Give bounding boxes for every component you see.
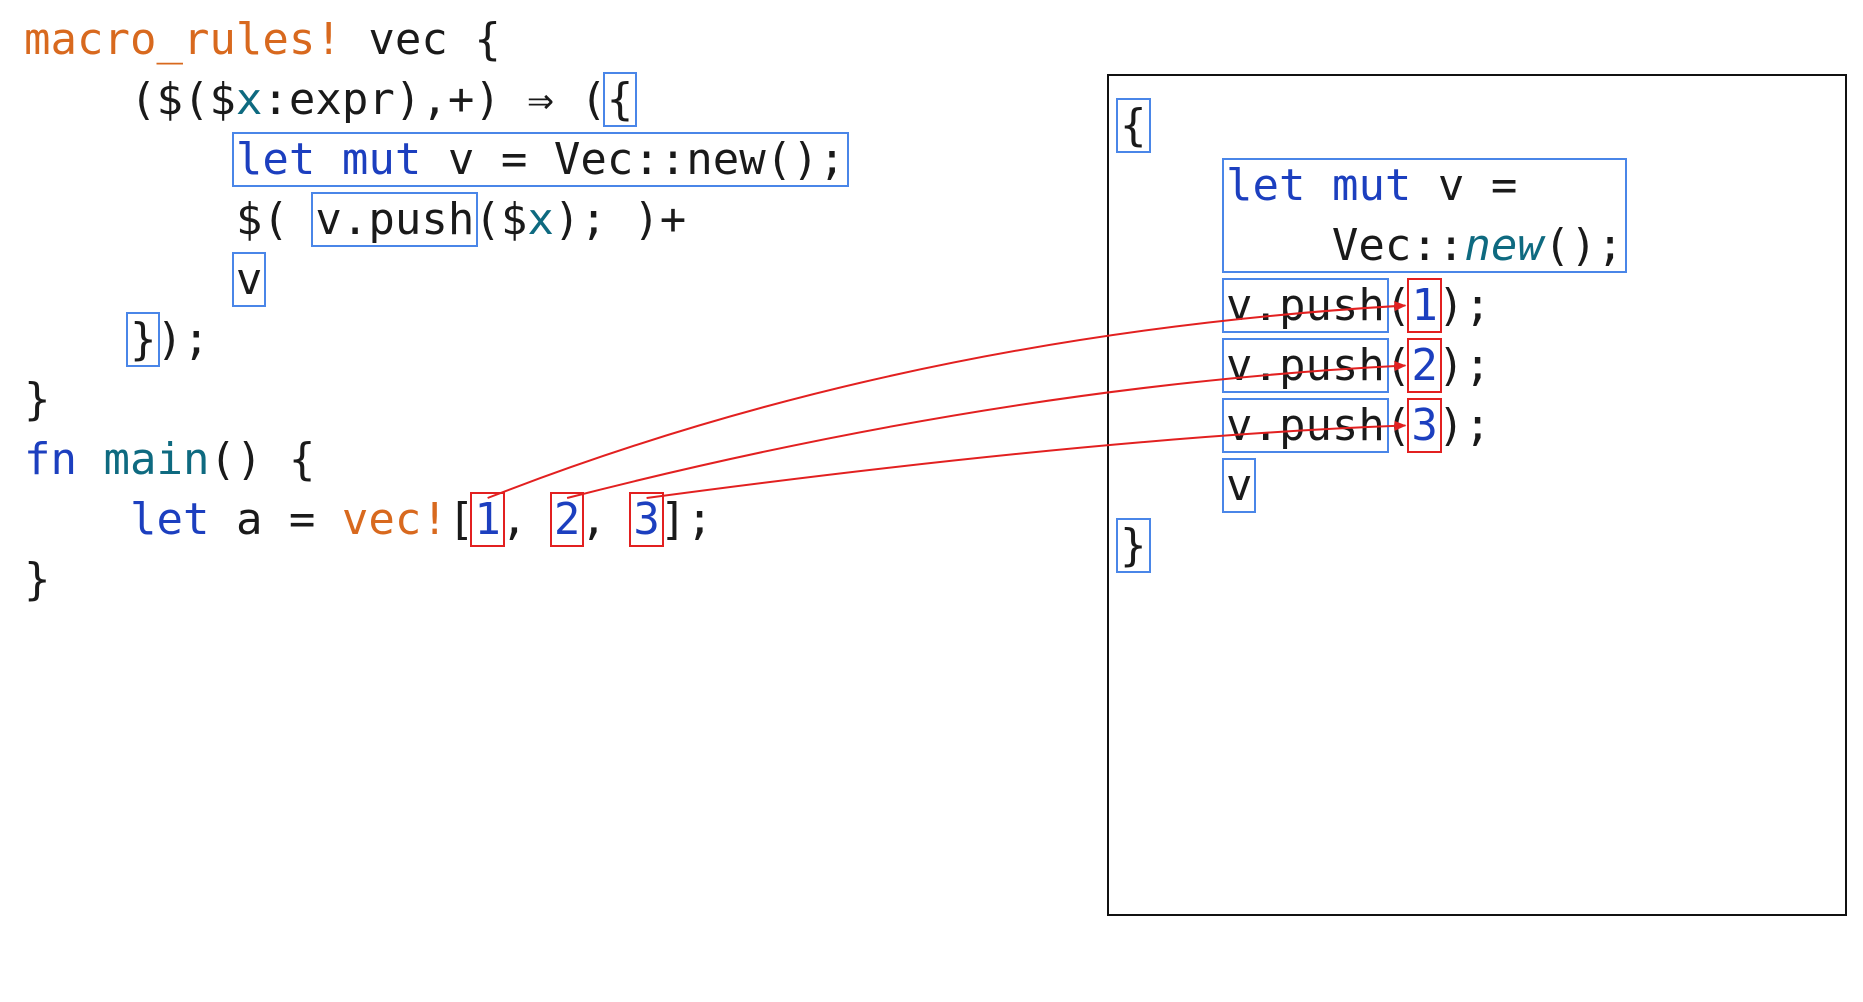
expansion-line: Vec::new(); [1120, 216, 1623, 276]
arg-mapping-arrow [566, 361, 1407, 499]
exp-push-1-token: v.push [1225, 280, 1385, 331]
red-highlight-box [1407, 398, 1442, 453]
source-token: () { [209, 434, 316, 485]
expansion-line: v.push(2); [1120, 336, 1623, 396]
expansion-token: v = [1411, 160, 1518, 211]
src-v-token: v [235, 254, 263, 305]
source-line: ($($x:expr),+) ⇒ ({ [24, 70, 845, 130]
expansion-token: ); [1437, 280, 1491, 331]
exp-arg-3-token: 3 [1411, 400, 1438, 451]
blue-highlight-box [602, 72, 638, 127]
src-let-start-token: let [235, 134, 316, 185]
source-token: ($($ [24, 74, 236, 125]
source-token: , [580, 494, 634, 545]
source-token: ]; [659, 494, 713, 545]
red-highlight-box [629, 492, 664, 547]
exp-let-end-token: (); [1543, 220, 1624, 271]
source-token: let [129, 494, 210, 545]
source-token: ($ [474, 194, 528, 245]
source-token: x [235, 74, 263, 125]
src-push-token: v.push [315, 194, 475, 245]
arg-mapping-arrow [646, 420, 1407, 499]
source-token: , [500, 494, 554, 545]
blue-highlight-box [231, 132, 850, 187]
exp-v-token: v [1225, 460, 1253, 511]
source-token: mut [341, 134, 422, 185]
src-close-brace-token: } [129, 314, 157, 365]
macro-expansion-panel [1107, 74, 1847, 916]
source-token: main [103, 434, 210, 485]
expansion-token: mut [1331, 160, 1412, 211]
expansion-line: { [1120, 96, 1623, 156]
source-token: $( [24, 194, 316, 245]
source-token: [ [447, 494, 475, 545]
src-arg-1-token: 1 [474, 494, 501, 545]
src-let-end-token: v = Vec::new(); [421, 134, 846, 185]
blue-highlight-box [1116, 518, 1151, 573]
exp-arg-2-token: 2 [1411, 340, 1438, 391]
macro-expansion-code: { let mut v = Vec::new(); v.push(1); v.p… [1120, 96, 1623, 576]
source-token: } [24, 374, 51, 425]
blue-highlight-box [1221, 458, 1257, 513]
expansion-line: let mut v = [1120, 156, 1623, 216]
blue-highlight-box [1116, 98, 1151, 153]
source-token: ); )+ [553, 194, 687, 245]
blue-highlight-box [1221, 158, 1628, 273]
exp-arg-1-token: 1 [1411, 280, 1438, 331]
expansion-line: v [1120, 456, 1623, 516]
source-token: fn [24, 434, 77, 485]
exp-push-2-token: v.push [1225, 340, 1385, 391]
red-highlight-box [1407, 338, 1442, 393]
blue-highlight-box [311, 192, 479, 247]
source-token: vec! [341, 494, 448, 545]
exp-close-brace-token: } [1120, 520, 1147, 571]
expansion-line: v.push(1); [1120, 276, 1623, 336]
source-token: a = [209, 494, 342, 545]
red-highlight-box [1407, 278, 1442, 333]
red-highlight-box [470, 492, 505, 547]
source-token: x [527, 194, 554, 245]
source-token: ); [156, 314, 210, 365]
blue-highlight-box [231, 252, 267, 307]
red-highlight-box [549, 492, 585, 547]
source-line: $( v.push($x); )+ [24, 190, 845, 250]
exp-let-start-token: let [1225, 160, 1306, 211]
source-line: }); [24, 310, 845, 370]
blue-highlight-box [125, 312, 161, 367]
source-token: macro_rules! [24, 14, 342, 65]
source-line: let a = vec![1, 2, 3]; [24, 490, 845, 550]
source-line: } [24, 550, 845, 610]
src-arg-3-token: 3 [633, 494, 660, 545]
source-line: v [24, 250, 845, 310]
source-line: } [24, 370, 845, 430]
source-token: } [24, 554, 51, 605]
expansion-line: v.push(3); [1120, 396, 1623, 456]
source-token: :expr),+) ⇒ ( [262, 74, 607, 125]
source-token: vec { [341, 14, 501, 65]
source-line: let mut v = Vec::new(); [24, 130, 845, 190]
arg-mapping-arrow [487, 301, 1407, 499]
source-line: fn main() { [24, 430, 845, 490]
expansion-token: ); [1437, 400, 1491, 451]
blue-highlight-box [1221, 278, 1389, 333]
expansion-token: Vec:: [1120, 220, 1465, 271]
macro-source-code: macro_rules! vec { ($($x:expr),+) ⇒ ({ l… [24, 10, 845, 610]
src-arg-2-token: 2 [553, 494, 581, 545]
src-open-brace-token: { [606, 74, 634, 125]
expansion-line: } [1120, 516, 1623, 576]
expansion-token: new [1464, 220, 1544, 271]
exp-push-3-token: v.push [1225, 400, 1385, 451]
source-line: macro_rules! vec { [24, 10, 845, 70]
exp-open-brace-token: { [1120, 100, 1147, 151]
expansion-token: ); [1437, 340, 1491, 391]
